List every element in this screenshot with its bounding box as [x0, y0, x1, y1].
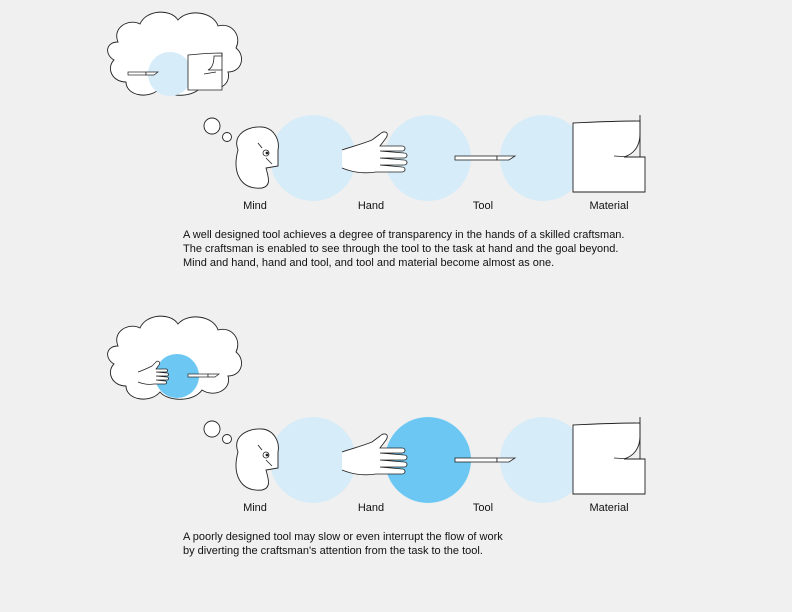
tool-icon: [187, 373, 221, 378]
label-hand: Hand: [357, 502, 385, 514]
label-tool: Tool: [472, 502, 494, 514]
hand-tool-circle-opaque: [385, 417, 471, 503]
mind-hand-circle: [270, 115, 356, 201]
head-icon: [235, 126, 279, 189]
mind-hand-circle: [270, 417, 356, 503]
caption-bottom: A poorly designed tool may slow or even …: [183, 531, 503, 557]
thought-bubble-icon: [107, 315, 243, 444]
label-mind: Mind: [243, 502, 267, 514]
hand-tool-circle: [385, 115, 471, 201]
label-tool: Tool: [472, 200, 494, 212]
hand-icon: [341, 131, 408, 174]
label-mind: Mind: [243, 200, 267, 212]
label-material: Material: [589, 200, 629, 212]
label-material: Material: [589, 502, 629, 514]
tool-icon: [454, 457, 517, 463]
tool-material-circle: [500, 115, 586, 201]
thought-bubble-icon: [107, 11, 243, 142]
paper-icon: [572, 115, 646, 193]
diagram-opaque-tool: [107, 315, 646, 503]
paper-icon: [187, 52, 223, 91]
caption-top: A well designed tool achieves a degree o…: [183, 229, 625, 269]
thought-circle: [148, 52, 192, 96]
tool-material-circle: [500, 417, 586, 503]
tool-icon: [127, 71, 160, 76]
paper-icon: [572, 417, 646, 495]
tool-icon: [454, 155, 517, 161]
diagram-transparent-tool: [107, 11, 646, 201]
hand-icon: [341, 433, 408, 476]
hand-icon: [137, 360, 169, 385]
label-hand: Hand: [357, 200, 385, 212]
head-icon: [235, 428, 279, 491]
thought-circle: [155, 354, 199, 398]
